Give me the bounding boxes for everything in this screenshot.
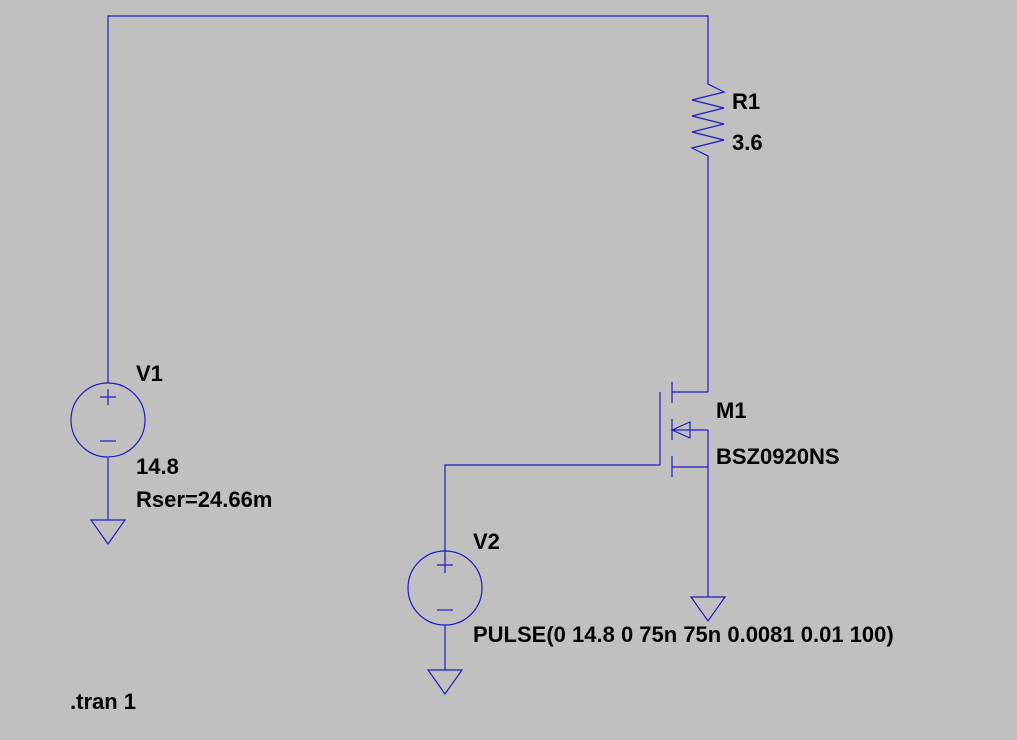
ground-icon (426, 669, 464, 696)
ground-v1[interactable] (89, 519, 127, 546)
resistor-zigzag (690, 80, 726, 160)
voltage-source-v1[interactable] (70, 382, 146, 458)
ground-icon (89, 519, 127, 546)
wires (107, 15, 709, 670)
r1-value-label[interactable]: 3.6 (732, 130, 763, 155)
wire-top-loop[interactable] (107, 15, 709, 383)
mosfet-m1[interactable] (659, 382, 708, 477)
spice-directive[interactable]: .tran 1 (70, 689, 136, 714)
plus-icon (437, 557, 453, 573)
v2-value-label[interactable]: PULSE(0 14.8 0 75n 75n 0.0081 0.01 100) (473, 622, 894, 647)
source-circle (407, 550, 483, 626)
m1-name-label[interactable]: M1 (716, 398, 747, 423)
v1-value-label[interactable]: 14.8 (136, 454, 179, 479)
plus-icon (100, 389, 116, 405)
ground-v2[interactable] (426, 669, 464, 696)
r1-name-label[interactable]: R1 (732, 89, 760, 114)
ground-icon (689, 596, 727, 623)
wire-gate[interactable] (444, 464, 660, 560)
resistor-r1[interactable] (690, 80, 726, 160)
v1-param-label[interactable]: Rser=24.66m (136, 487, 272, 512)
v1-name-label[interactable]: V1 (136, 361, 163, 386)
source-circle (70, 382, 146, 458)
m1-model-label[interactable]: BSZ0920NS (716, 444, 840, 469)
v2-name-label[interactable]: V2 (473, 529, 500, 554)
body-arrow-icon (670, 421, 691, 439)
voltage-source-v2[interactable] (407, 550, 483, 626)
ground-m1[interactable] (689, 596, 727, 623)
